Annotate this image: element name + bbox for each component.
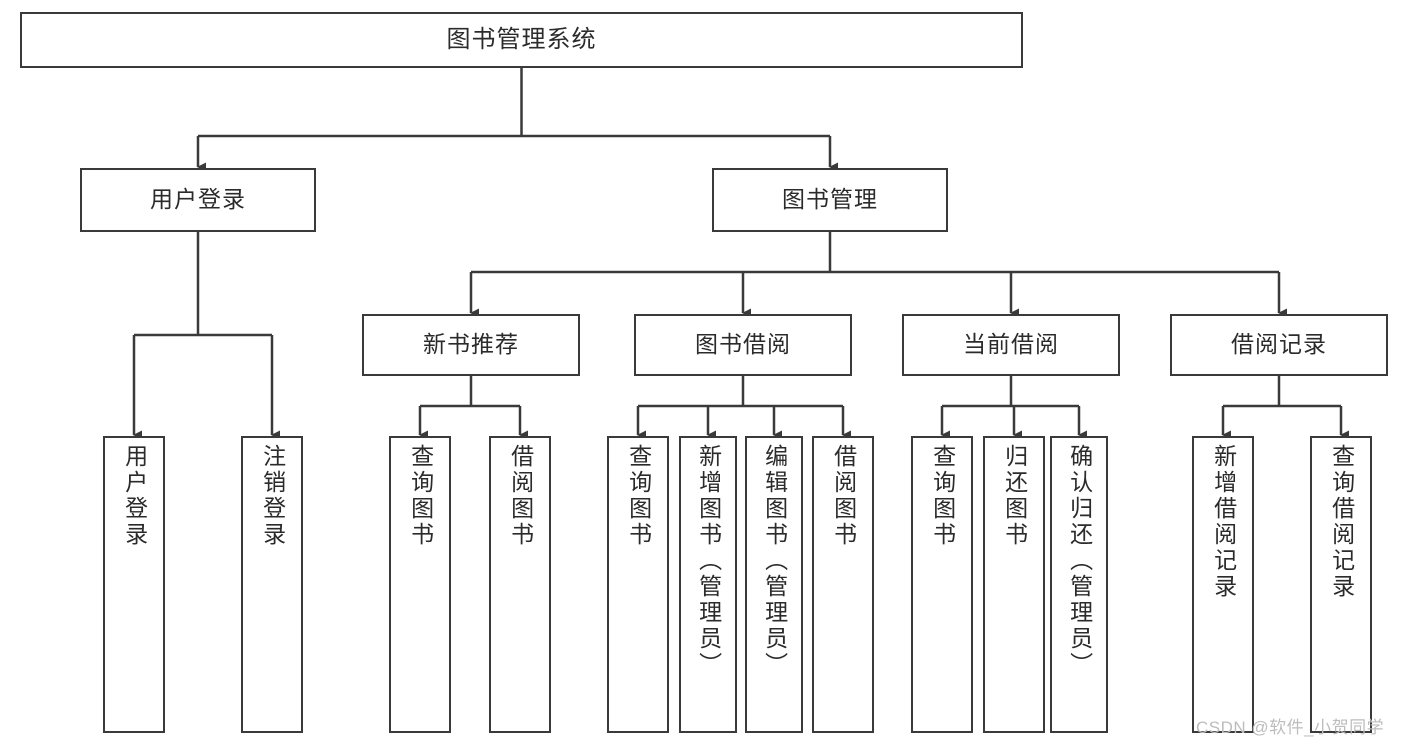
node-label-l1_1: 图书管理 (782, 186, 878, 213)
node-box-root[interactable]: 图书管理系统 (20, 12, 1023, 68)
node-box-l2_0[interactable]: 新书推荐 (362, 314, 580, 376)
node-box-leaf_5[interactable]: 新增图书（管理员） (679, 436, 737, 733)
node-box-leaf_2[interactable]: 查询图书 (389, 436, 451, 733)
node-box-l2_2[interactable]: 当前借阅 (902, 314, 1120, 376)
node-box-leaf_0[interactable]: 用户登录 (103, 436, 165, 733)
node-box-leaf_3[interactable]: 借阅图书 (489, 436, 551, 733)
edge-group (132, 68, 1349, 440)
node-label-leaf_8: 查询图书 (929, 444, 956, 548)
node-box-l1_1[interactable]: 图书管理 (712, 168, 948, 232)
node-box-leaf_10[interactable]: 确认归还（管理员） (1050, 436, 1108, 733)
node-box-l2_1[interactable]: 图书借阅 (634, 314, 852, 376)
node-label-l1_0: 用户登录 (150, 186, 246, 213)
node-label-leaf_3: 借阅图书 (507, 444, 534, 548)
node-label-l2_3: 借阅记录 (1231, 331, 1327, 358)
node-label-leaf_7: 借阅图书 (830, 444, 857, 548)
node-label-l2_2: 当前借阅 (963, 331, 1059, 358)
node-label-leaf_6: 编辑图书（管理员） (761, 444, 788, 678)
node-box-leaf_11[interactable]: 新增借阅记录 (1192, 436, 1254, 733)
node-label-leaf_5: 新增图书（管理员） (695, 444, 722, 678)
node-label-leaf_9: 归还图书 (1001, 444, 1028, 548)
node-label-leaf_12: 查询借阅记录 (1328, 444, 1355, 600)
node-box-l1_0[interactable]: 用户登录 (80, 168, 316, 232)
node-label-root: 图书管理系统 (446, 25, 597, 53)
node-label-leaf_10: 确认归还（管理员） (1066, 444, 1093, 678)
node-label-leaf_11: 新增借阅记录 (1210, 444, 1237, 600)
node-label-leaf_2: 查询图书 (407, 444, 434, 548)
node-label-leaf_1: 注销登录 (259, 444, 286, 548)
node-label-l2_1: 图书借阅 (695, 331, 791, 358)
node-box-l2_3[interactable]: 借阅记录 (1170, 314, 1388, 376)
node-box-leaf_9[interactable]: 归还图书 (983, 436, 1045, 733)
node-label-leaf_0: 用户登录 (121, 444, 148, 548)
node-box-leaf_4[interactable]: 查询图书 (607, 436, 669, 733)
node-label-l2_0: 新书推荐 (423, 331, 519, 358)
node-box-leaf_7[interactable]: 借阅图书 (812, 436, 874, 733)
node-label-leaf_4: 查询图书 (625, 444, 652, 548)
node-box-leaf_6[interactable]: 编辑图书（管理员） (745, 436, 803, 733)
node-box-leaf_8[interactable]: 查询图书 (911, 436, 973, 733)
csdn-watermark: CSDN @软件_小贺同学 (1196, 718, 1385, 737)
node-box-leaf_1[interactable]: 注销登录 (241, 436, 303, 733)
node-box-leaf_12[interactable]: 查询借阅记录 (1310, 436, 1372, 733)
